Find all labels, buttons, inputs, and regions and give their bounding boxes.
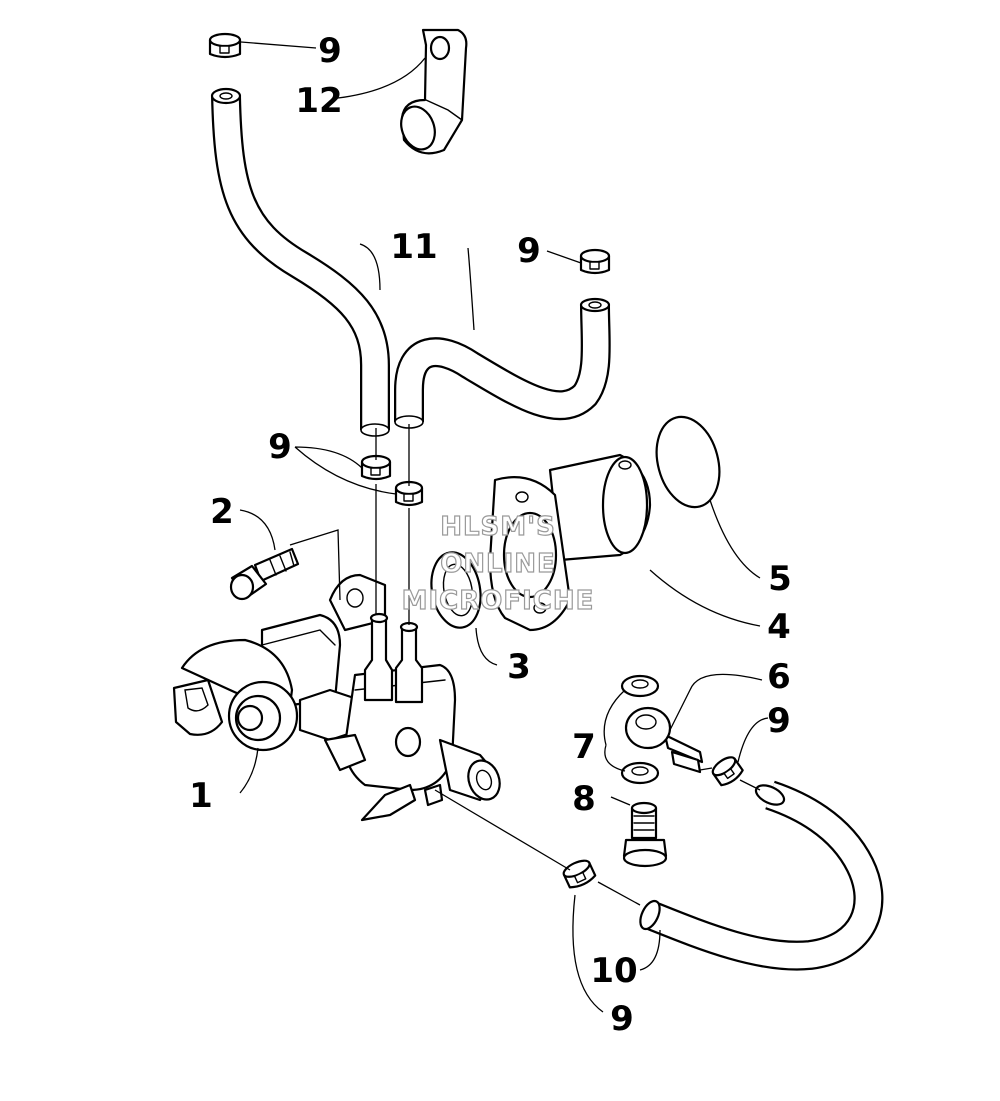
bolt-2: [229, 547, 300, 601]
assembly-guide-lines: [289, 424, 761, 906]
banjo-fitting-6: [624, 706, 704, 774]
callout-12: 12: [295, 81, 342, 121]
callout-9-mid: 9: [268, 427, 292, 467]
callout-labels: 9 12 11 9 9 2 5 4 3 6 9 7 8 1 10 9: [189, 31, 792, 1039]
watermark-line-1: HLSM'S: [440, 512, 556, 542]
callout-10: 10: [590, 951, 637, 991]
hose-clamp-right: [711, 756, 744, 787]
hose-10: [639, 780, 884, 971]
callout-9-bottom: 9: [610, 999, 634, 1039]
intake-manifold-4: [488, 453, 652, 632]
callout-3: 3: [507, 647, 531, 687]
callout-leaders: [239, 41, 769, 1013]
callout-7: 7: [572, 727, 596, 767]
oil-pump-1: [172, 573, 501, 822]
callout-9-upper-right: 9: [517, 231, 541, 271]
hose-clamp-mid-1: [360, 454, 392, 481]
banjo-bolt-8: [622, 801, 668, 868]
callout-11: 11: [390, 227, 437, 267]
watermark: HLSM'S ONLINE MICROFICHE: [401, 511, 595, 616]
callout-8: 8: [572, 779, 596, 819]
gasket-3: [430, 551, 482, 629]
hose-clamp-mid-2: [394, 480, 424, 507]
hose-clamp-top-right: [579, 248, 611, 275]
hose-clamp-bottom: [562, 859, 597, 889]
washer-7-bottom: [620, 761, 660, 785]
bracket-12: [400, 28, 468, 155]
callout-5: 5: [768, 559, 792, 599]
hose-11-right: [394, 297, 611, 429]
callout-9-top: 9: [318, 31, 342, 71]
callout-2: 2: [210, 492, 234, 532]
hose-11-left: [210, 87, 390, 437]
watermark-line-2: ONLINE: [440, 549, 556, 579]
o-ring-5: [655, 415, 721, 509]
callout-9-right: 9: [767, 701, 791, 741]
washer-7-top: [620, 674, 660, 698]
callout-1: 1: [189, 776, 213, 816]
callout-4: 4: [767, 607, 791, 647]
hose-clamp-top-left: [208, 32, 242, 59]
watermark-line-3: MICROFICHE: [402, 586, 595, 616]
callout-6: 6: [767, 657, 791, 697]
